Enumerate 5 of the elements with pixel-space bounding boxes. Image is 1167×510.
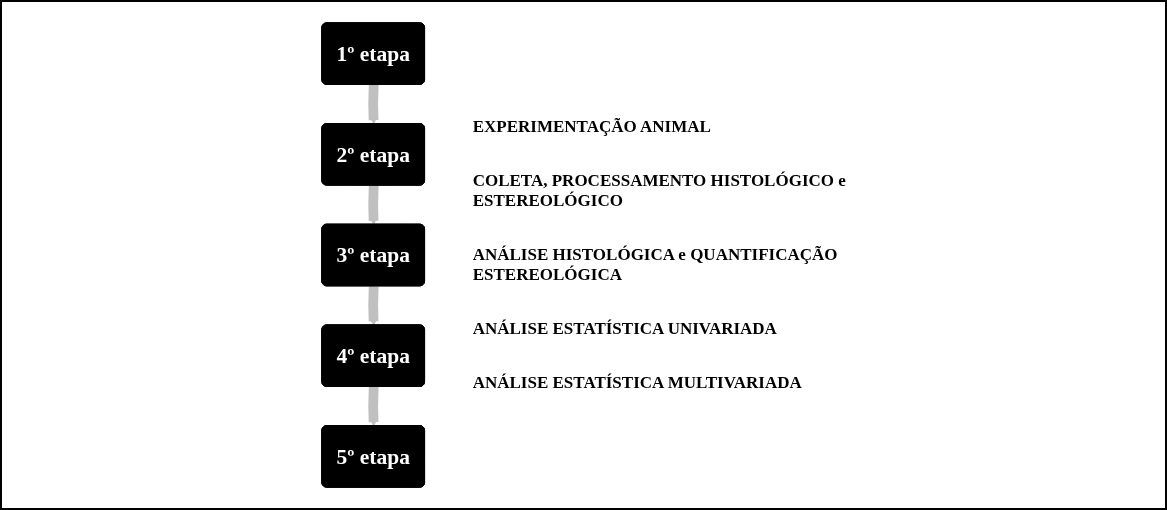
step-description: EXPERIMENTAÇÃO ANIMAL xyxy=(472,117,712,137)
step-description: ANÁLISE ESTATÍSTICA UNIVARIADA xyxy=(472,319,778,339)
step-description: COLETA, PROCESSAMENTO HISTOLÓGICO e ESTEREOLÓGICO xyxy=(472,171,847,211)
step-description: ANÁLISE HISTOLÓGICA e QUANTIFICAÇÃO ESTEREOLÓGICA xyxy=(472,245,839,285)
step-description: ANÁLISE ESTATÍSTICA MULTIVARIADA xyxy=(472,373,803,393)
